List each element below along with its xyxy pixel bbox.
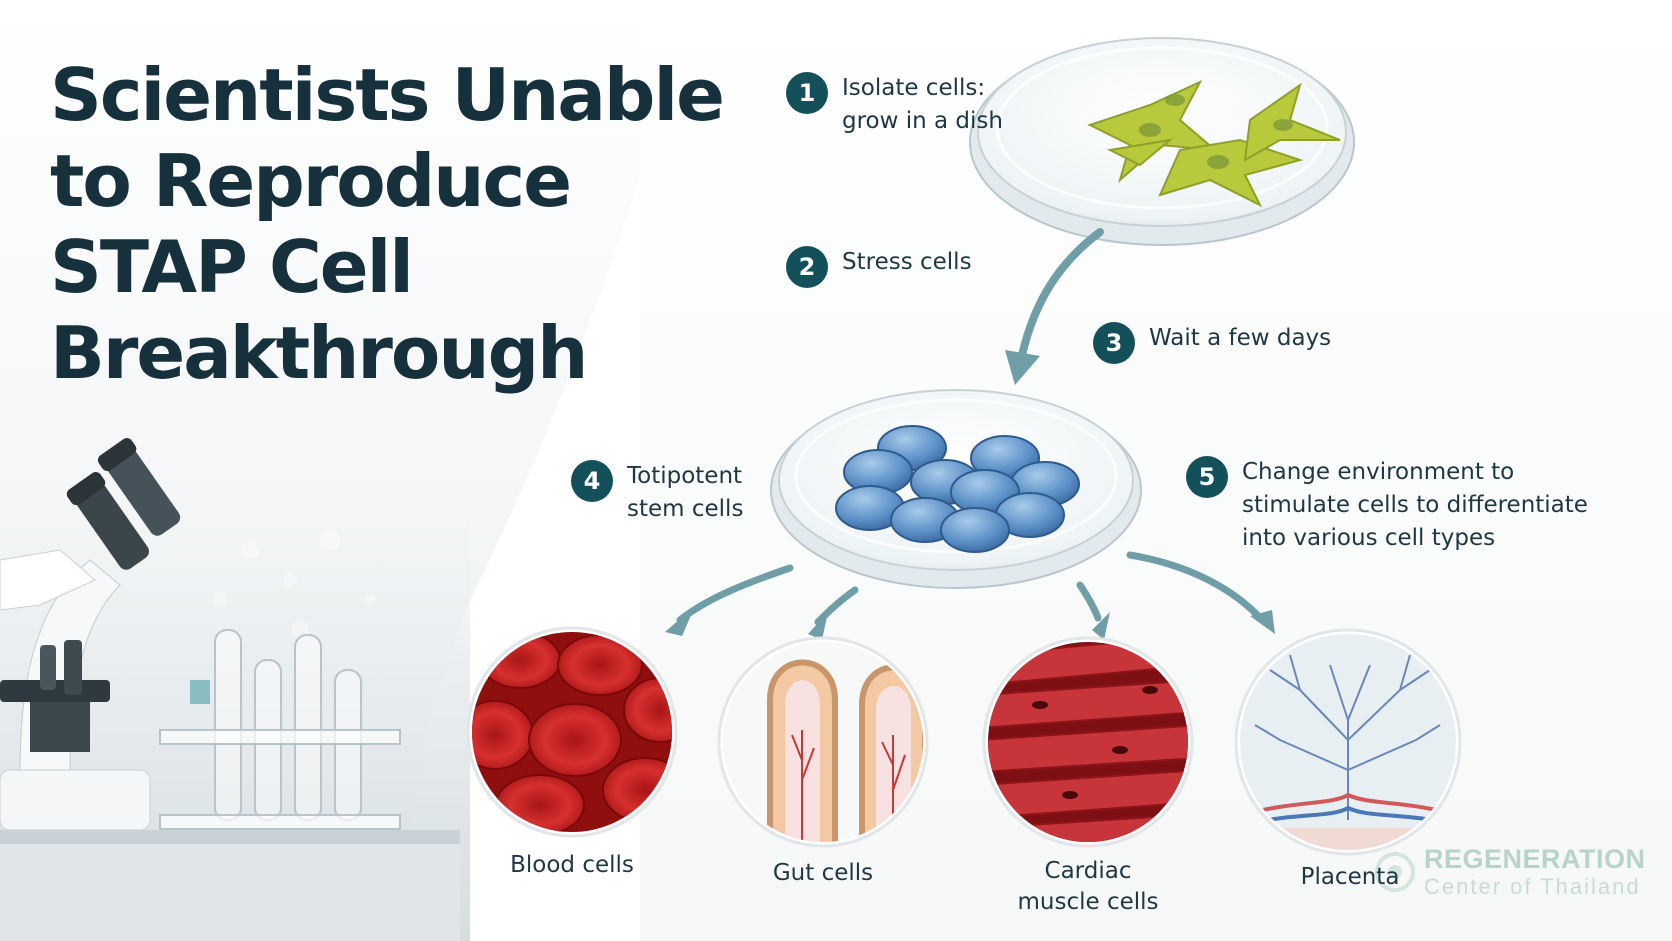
step-5: 5 Change environment to stimulate cells … (1186, 456, 1588, 555)
step-1-line-2: grow in a dish (842, 108, 1003, 134)
step-5-line-1: Change environment to (1242, 459, 1515, 485)
step-1-text: Isolate cells: grow in a dish (842, 72, 1003, 138)
stem-cells-icon (835, 425, 1080, 553)
blood-cells-illustration (466, 626, 678, 838)
petri-dish-2 (770, 389, 1142, 589)
step-badge-2: 2 (786, 246, 828, 288)
step-4: 4 Totipotent stem cells (571, 460, 743, 526)
arrowhead-dish1-to-dish2 (1005, 350, 1040, 385)
title-line-1: Scientists Unable (50, 53, 725, 137)
logo-main-text: REGENERATION (1424, 844, 1646, 874)
step-badge-1: 1 (786, 72, 828, 114)
lab-scene-illustration (0, 438, 470, 941)
cell-label-gut-line-1: Gut cells (772, 860, 874, 886)
microscope-icon (0, 438, 181, 831)
step-2-text: Stress cells (842, 246, 972, 279)
cell-label-placenta-line-1: Placenta (1300, 864, 1400, 890)
step-badge-5: 5 (1186, 456, 1228, 498)
title-line-4: Breakthrough (50, 311, 588, 395)
cardiac-muscle-illustration (982, 636, 1194, 848)
step-4-line-1: Totipotent (627, 463, 743, 489)
step-3: 3 Wait a few days (1093, 322, 1331, 364)
page-title: Scientists Unable to Reproduce STAP Cell… (50, 52, 725, 396)
cell-label-blood: Blood cells (472, 850, 672, 881)
cell-label-cardiac-line-1: Cardiac (1044, 858, 1132, 884)
title-line-3: STAP Cell (50, 225, 414, 309)
petri-dish-1 (969, 37, 1355, 246)
test-tubes-icon (159, 629, 401, 830)
cell-label-blood-line-1: Blood cells (510, 852, 634, 878)
title-line-2: to Reproduce (50, 139, 572, 223)
step-1-line-1: Isolate cells: (842, 75, 986, 101)
logo-sub-text: Center of Thailand (1424, 874, 1641, 899)
cell-label-cardiac-line-2: muscle cells (1017, 889, 1159, 915)
step-4-text: Totipotent stem cells (627, 460, 743, 526)
step-5-text: Change environment to stimulate cells to… (1242, 456, 1588, 555)
step-badge-3: 3 (1093, 322, 1135, 364)
step-5-line-3: into various cell types (1242, 525, 1496, 551)
placenta-illustration (1234, 628, 1462, 856)
logo: REGENERATION Center of Thailand (1368, 844, 1668, 904)
step-badge-4: 4 (571, 460, 613, 502)
arrow-dish1-to-dish2 (1018, 228, 1104, 359)
step-1: 1 Isolate cells: grow in a dish (786, 72, 1003, 138)
logo-emblem-icon (1375, 852, 1415, 892)
cell-label-gut: Gut cells (723, 858, 923, 889)
branch-arrowheads (665, 606, 1275, 640)
cell-label-cardiac: Cardiac muscle cells (988, 856, 1188, 918)
cell-label-placenta: Placenta (1250, 862, 1450, 893)
step-3-text: Wait a few days (1149, 322, 1331, 355)
step-4-line-2: stem cells (627, 496, 744, 522)
step-5-line-2: stimulate cells to differentiate (1242, 492, 1588, 518)
gut-cells-illustration (717, 636, 929, 848)
step-2: 2 Stress cells (786, 246, 972, 288)
step-2-line-1: Stress cells (842, 249, 972, 275)
step-3-line-1: Wait a few days (1149, 325, 1332, 351)
